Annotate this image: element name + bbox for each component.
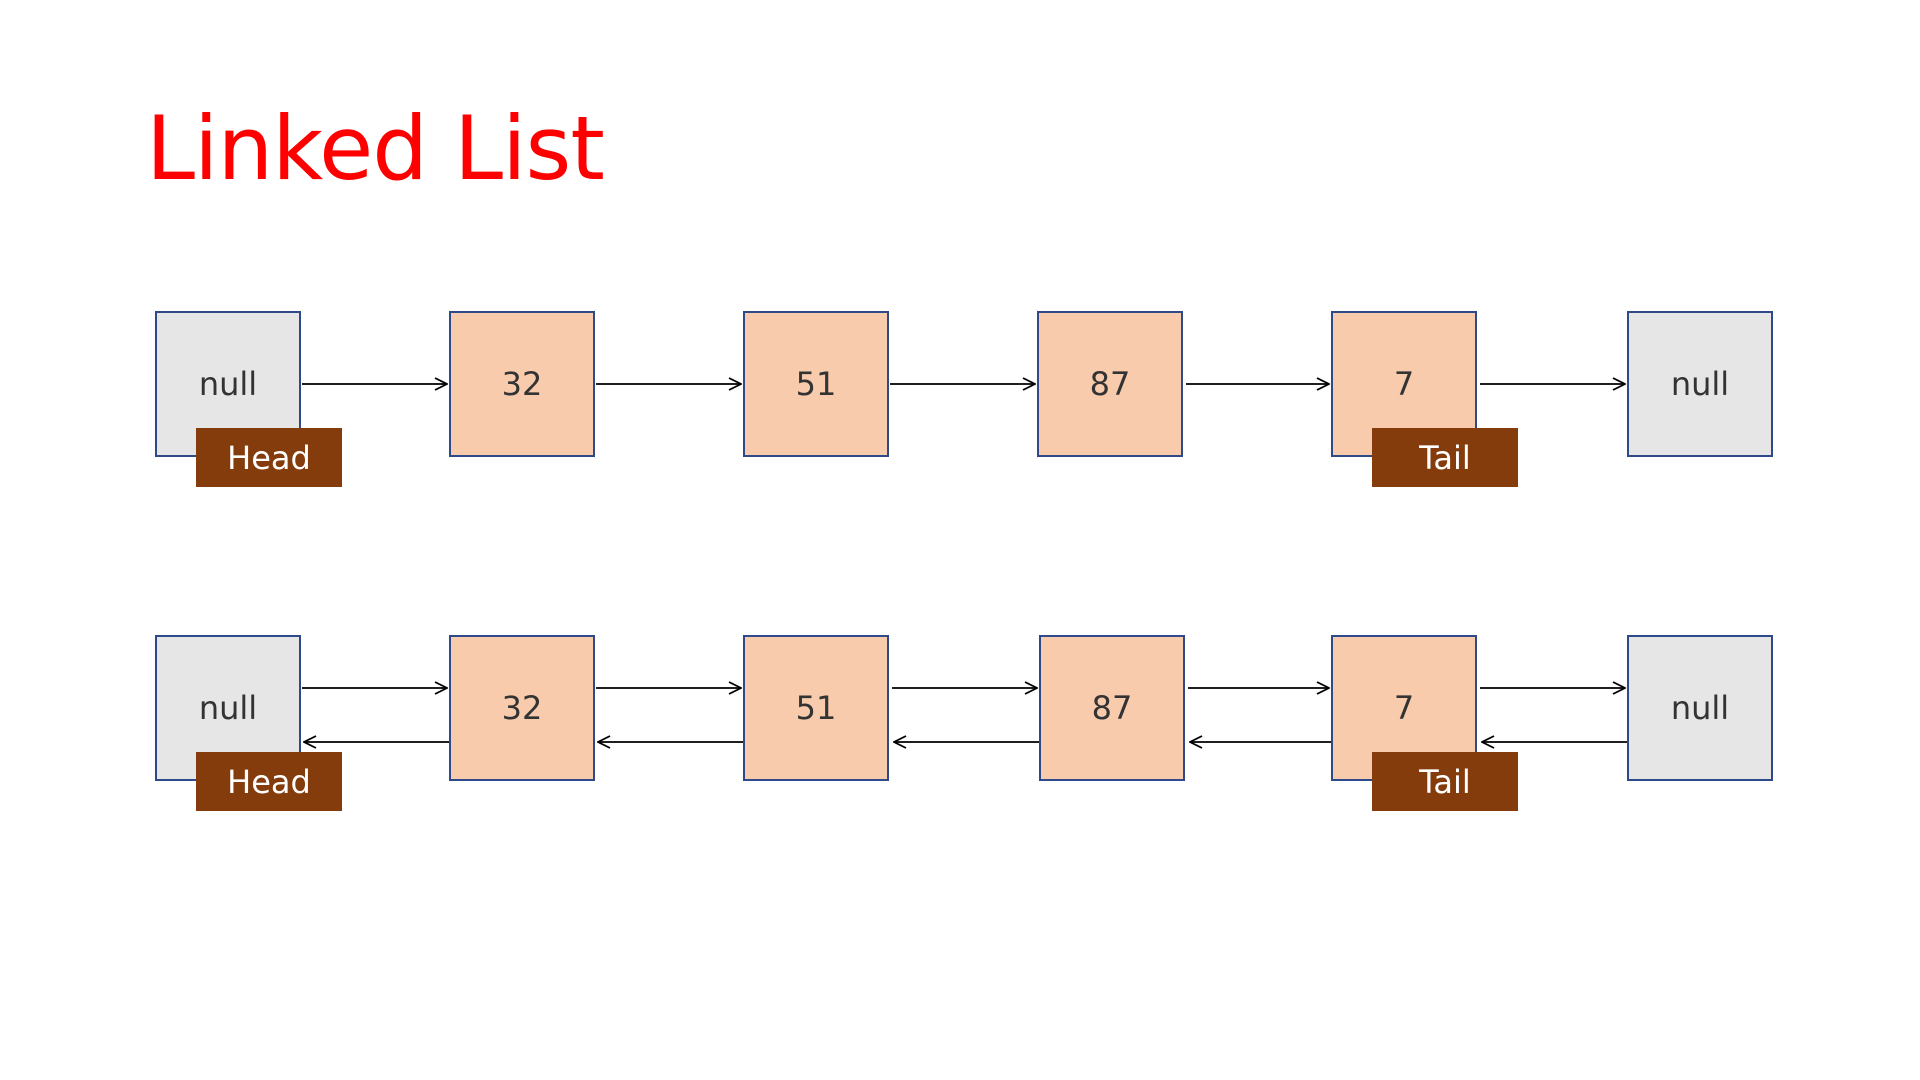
node-label: null bbox=[1670, 365, 1730, 403]
node-value: 32 bbox=[501, 365, 543, 403]
singly-node-32: 32 bbox=[449, 311, 595, 457]
node-label: null bbox=[198, 689, 258, 727]
head-label: Head bbox=[227, 762, 311, 801]
singly-node-87: 87 bbox=[1037, 311, 1183, 457]
singly-head-marker: Head bbox=[196, 428, 342, 487]
tail-label: Tail bbox=[1419, 762, 1471, 801]
singly-null-node-end: null bbox=[1627, 311, 1773, 457]
node-value: 87 bbox=[1091, 689, 1133, 727]
node-value: 7 bbox=[1393, 689, 1415, 727]
node-value: 7 bbox=[1393, 365, 1415, 403]
node-label: null bbox=[198, 365, 258, 403]
slide-title: Linked List bbox=[146, 97, 605, 200]
doubly-node-87: 87 bbox=[1039, 635, 1185, 781]
tail-label: Tail bbox=[1419, 438, 1471, 477]
node-value: 87 bbox=[1089, 365, 1131, 403]
node-value: 51 bbox=[795, 365, 837, 403]
head-label: Head bbox=[227, 438, 311, 477]
node-label: null bbox=[1670, 689, 1730, 727]
node-value: 51 bbox=[795, 689, 837, 727]
doubly-head-marker: Head bbox=[196, 752, 342, 811]
doubly-tail-marker: Tail bbox=[1372, 752, 1518, 811]
doubly-null-node-end: null bbox=[1627, 635, 1773, 781]
singly-node-51: 51 bbox=[743, 311, 889, 457]
doubly-node-32: 32 bbox=[449, 635, 595, 781]
doubly-node-51: 51 bbox=[743, 635, 889, 781]
node-value: 32 bbox=[501, 689, 543, 727]
singly-tail-marker: Tail bbox=[1372, 428, 1518, 487]
